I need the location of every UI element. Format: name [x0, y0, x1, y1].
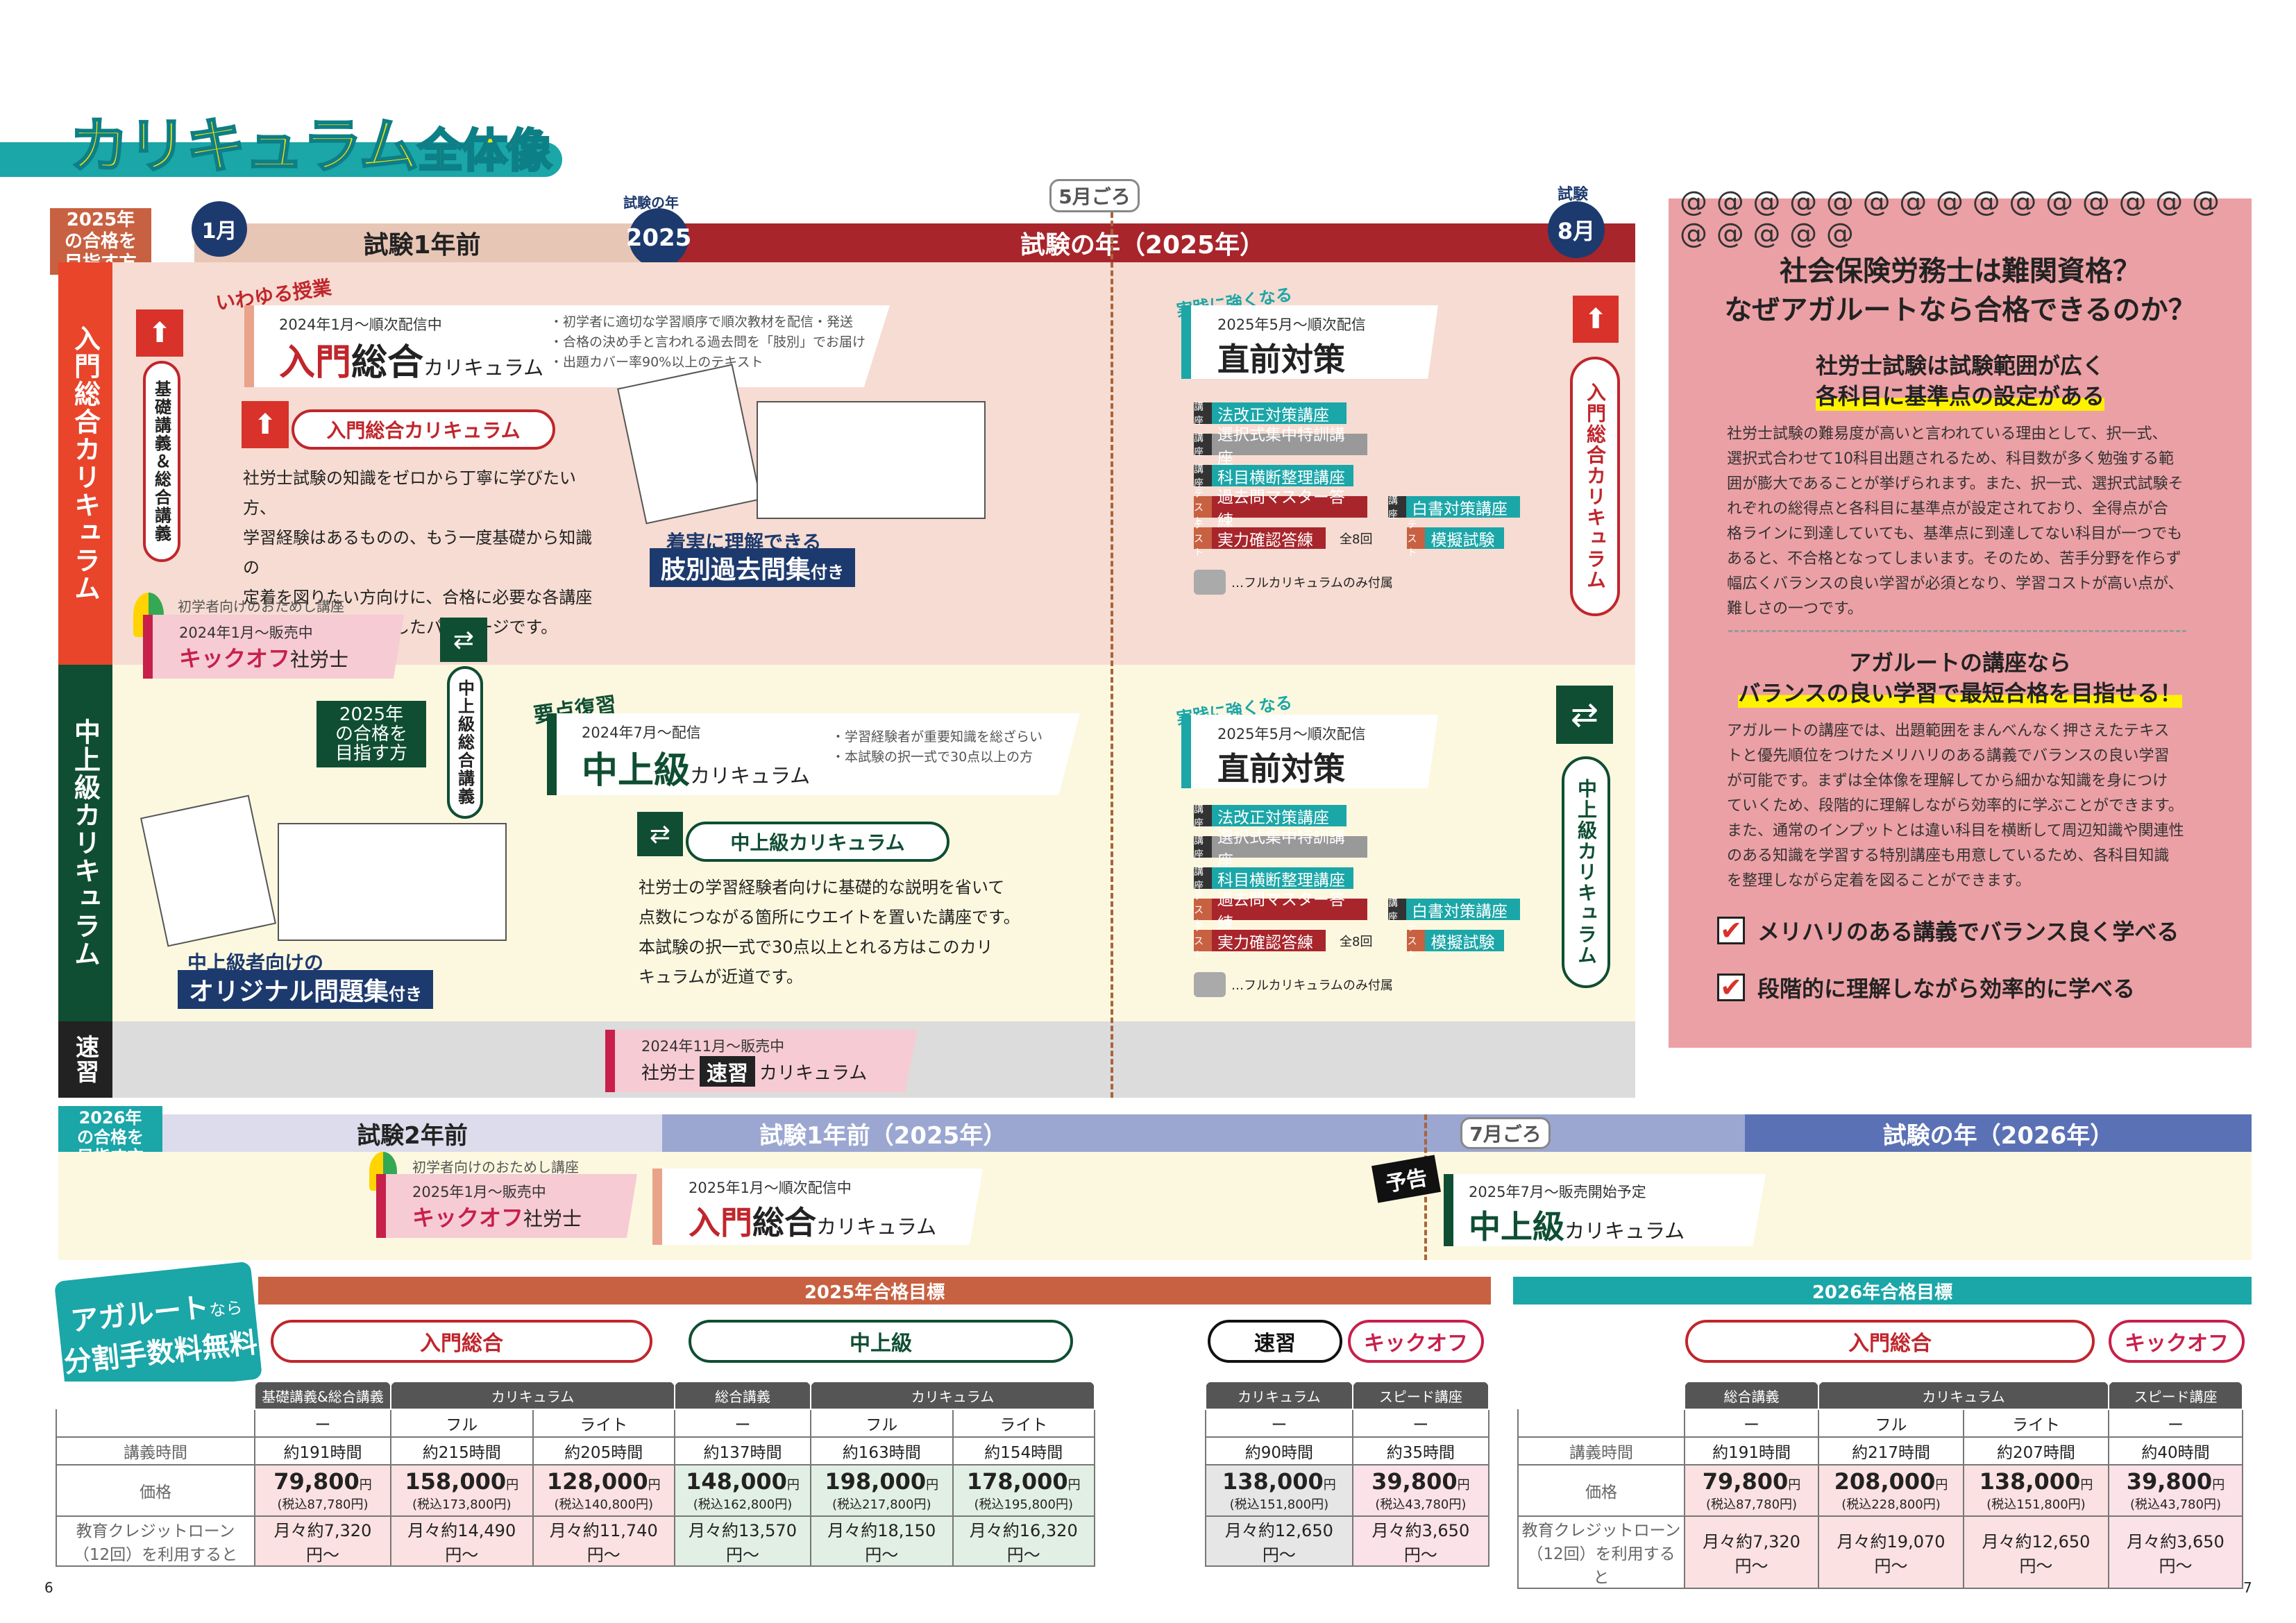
trial-card-2026: 2025年1月〜販売中 キックオフ社労士 [376, 1174, 637, 1238]
final-title-2: 直前対策 [1217, 750, 1345, 788]
intro-card-title: 入門総合カリキュラム [279, 342, 544, 384]
final-tags-1: 講座法改正対策講座 講座選択式集中特訓講座 講座科目横断整理講座 テスト過去問マ… [1194, 402, 1520, 595]
panel-h2a: アガルートの講座なら [1848, 649, 2071, 676]
final-card-2: 2025年5月〜順次配信 直前対策 [1181, 715, 1438, 788]
intro-desc: 社労士試験の知識をゼロから丁寧に学びたい方、学習経験はあるものの、もう一度基礎か… [243, 468, 593, 637]
price-table-2025: 基礎講義&総合講義カリキュラム総合講義カリキュラム ーフルライトーフルライト 講… [56, 1381, 1095, 1567]
panel-h2b: バランスの良い学習で最短合格を目指せる！ [1669, 676, 2252, 708]
price-table-2026: 総合講義カリキュラムスピード講座 ーフルライトー 講義時間約191時間約217時… [1517, 1381, 2244, 1589]
mid-card-date: 2024年7月〜配信 [582, 724, 701, 741]
pill-intro-2025[interactable]: 入門総合 [271, 1320, 652, 1363]
mid-pill: 中上級カリキュラム [686, 822, 949, 862]
mid-row-label: 中上級カリキュラム [58, 665, 112, 1021]
checkbox-icon: ✔ [1717, 917, 1745, 944]
intro-card: 2024年1月〜順次配信中 入門総合カリキュラム ・初学者に適切な学習順序で順次… [244, 305, 890, 387]
pill-kickoff-2025[interactable]: キックオフ [1348, 1320, 1484, 1363]
panel-p1: 社労士試験の難易度が高いと言われている理由として、択一式、選択式合わせて10科目… [1727, 425, 2184, 618]
panel-h1b: 各科目に基準点の設定がある [1669, 379, 2252, 411]
info-panel [1669, 198, 2252, 1048]
timeline-before: 試験1年前 [194, 223, 650, 262]
panel-divider [1728, 630, 2186, 632]
final-card-1: 2025年5月〜順次配信 直前対策 [1181, 305, 1438, 379]
panel-q1: 社会保険労務士は難関資格？ [1780, 255, 2141, 287]
exam-small: 試験 [1558, 186, 1589, 203]
intro-title-2026: 入門総合カリキュラム [689, 1204, 937, 1241]
pill-intro-2026[interactable]: 入門総合 [1685, 1320, 2095, 1363]
mid-card-2026: 2025年7月〜販売開始予定 中上級カリキュラム [1444, 1174, 1766, 1246]
intro-pill: 入門総合カリキュラム [292, 409, 555, 450]
timeline-exam-2026: 試験の年（2026年） [1745, 1114, 2252, 1152]
mid-book-title: オリジナル問題集付き [178, 970, 434, 1009]
speed-name: 社労士速習カリキュラム [641, 1056, 867, 1087]
up-arrow-icon-3: ⬆ [1573, 296, 1619, 343]
mid-card-title: 中上級カリキュラム [582, 750, 811, 792]
checkbox-icon-2: ✔ [1717, 974, 1745, 1001]
title-bar [0, 142, 562, 177]
intro-side-pill: 基礎講義＆総合講義 [143, 361, 180, 562]
spiral-binding: @ @ @ @ @ @ @ @ @ @ @ @ @ @ @ @ @ @ @ @ [1680, 186, 2220, 250]
trial-date-2026: 2025年1月〜販売中 [412, 1184, 546, 1200]
intro-card-bullets: ・初学者に適切な学習順序で順次教材を配信・発送・合格の決め手と言われる過去問を「… [550, 314, 866, 370]
page-number-left: 6 [44, 1579, 53, 1596]
month-8-circle: 8月 [1548, 201, 1605, 258]
panel-q2: なぜアガルートなら合格できるのか？ [1724, 294, 2196, 326]
speed-date: 2024年11月〜販売中 [641, 1038, 785, 1055]
intro-row-label: 入門総合カリキュラム [58, 262, 112, 665]
final-title-1: 直前対策 [1217, 341, 1345, 378]
page-number-right: 7 [2243, 1579, 2252, 1596]
up-arrow-icon-2: ⬆ [242, 401, 289, 448]
may-bubble: 5月ごろ [1049, 179, 1140, 212]
mid-title-2026: 中上級カリキュラム [1469, 1208, 1685, 1246]
trial-note-2026: 初学者向けのおためし講座 [412, 1159, 579, 1175]
timeline-1yr-before: 試験1年前（2025年） [662, 1114, 1745, 1152]
goal-2026-header: 2026年合格目標 [1513, 1277, 2252, 1305]
price-table-speed: カリキュラムスピード講座 ーー 約90時間約35時間 138,000円(税込15… [1205, 1381, 1490, 1567]
pill-kickoff-2026[interactable]: キックオフ [2109, 1320, 2245, 1363]
year-2025-circle: 2025 [626, 208, 691, 268]
swap-icon-2: ⇄ [637, 812, 683, 856]
final-tags-2: 講座法改正対策講座 講座選択式集中特訓講座 講座科目横断整理講座 テスト過去問マ… [1194, 804, 1520, 997]
installment-badge: アガルートなら 分割手数料無料 [53, 1261, 263, 1400]
trial-note: 初学者向けのおためし講座 [178, 598, 344, 615]
panel-p2: アガルートの講座では、出題範囲をまんべんなく押さえたテキストと優先順位をつけたメ… [1727, 722, 2184, 890]
mid-date-2026: 2025年7月〜販売開始予定 [1469, 1184, 1646, 1200]
page-title: カリキュラム全体像 [68, 111, 552, 182]
mid-card: 2024年7月〜配信 中上級カリキュラム ・学習経験者が重要知識を総ざらい・本試… [547, 713, 1080, 795]
intro-card-2026: 2025年1月〜順次配信中 入門総合カリキュラム [652, 1169, 983, 1245]
swap-icon-3: ⇄ [1556, 686, 1613, 744]
mid-right-pill: 中上級カリキュラム [1562, 756, 1610, 988]
speed-row-label: 速習 [58, 1021, 112, 1098]
jul-bubble: 7月ごろ [1460, 1117, 1551, 1149]
timeline-2yr-before: 試験2年前 [162, 1114, 662, 1152]
may-dashed-line [1111, 212, 1113, 1098]
mid-card-bullets: ・学習経験者が重要知識を総ざらい・本試験の択一式で30点以上の方 [832, 729, 1043, 765]
intro-book-title: 肢別過去問集付き [650, 548, 856, 587]
final-date-2: 2025年5月〜順次配信 [1217, 726, 1366, 742]
check-item-1: ✔メリハリのある講義でバランス良く学べる [1717, 915, 2179, 946]
up-arrow-icon: ⬆ [136, 309, 183, 357]
intro-right-pill: 入門総合カリキュラム [1570, 357, 1620, 616]
trial-date: 2024年1月〜販売中 [179, 624, 313, 641]
goal-2025-header: 2025年合格目標 [258, 1277, 1491, 1305]
timeline-exam-year: 試験の年（2025年） [650, 223, 1635, 262]
panel-h1a: 社労士試験は試験範囲が広く [1815, 352, 2104, 379]
mid-desc: 社労士の学習経験者向けに基礎的な説明を省いて点数につながる箇所にウエイトを置いた… [639, 878, 1020, 987]
final-date-1: 2025年5月〜順次配信 [1217, 316, 1366, 333]
mid-side-pill: 中上級総合講義 [447, 666, 483, 819]
pill-mid-2025[interactable]: 中上級 [689, 1320, 1073, 1363]
month-1-circle: 1月 [192, 201, 247, 257]
speed-card: 2024年11月〜販売中 社労士速習カリキュラム [605, 1030, 918, 1092]
workbook-page-image [278, 823, 507, 941]
exam-year-small: 試験の年 [623, 194, 679, 211]
pill-speed-2025[interactable]: 速習 [1208, 1320, 1342, 1363]
intro-card-date: 2024年1月〜順次配信中 [279, 316, 442, 333]
check-item-2: ✔段階的に理解しながら効率的に学べる [1717, 971, 2135, 1003]
trial-name: キックオフ社労士 [179, 645, 349, 672]
trial-name-2026: キックオフ社労士 [412, 1205, 582, 1231]
intro-date-2026: 2025年1月〜順次配信中 [689, 1180, 852, 1196]
trial-card: 2024年1月〜販売中 キックオフ社労士 [143, 615, 404, 679]
swap-icon: ⇄ [440, 618, 487, 662]
textbook-page-image [757, 401, 986, 519]
mid-goal-badge: 2025年 の合格を 目指す方 [316, 701, 426, 767]
